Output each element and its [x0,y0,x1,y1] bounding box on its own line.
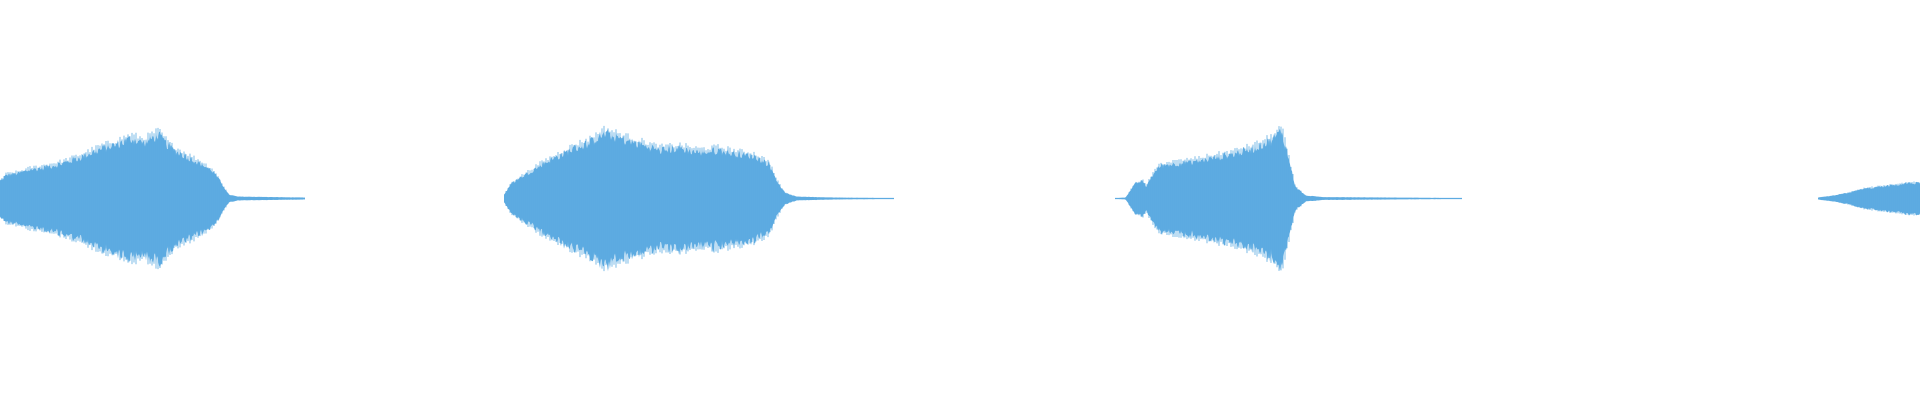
waveform-segment-2 [504,125,894,272]
waveform-envelope [1115,128,1462,271]
waveform-segment-1 [0,127,305,270]
waveform-segment-3 [1115,126,1462,271]
waveform-segments [0,125,1920,272]
waveform-envelope [504,128,894,272]
waveform-envelope [1818,181,1920,216]
waveform-segment-4 [1818,181,1920,216]
